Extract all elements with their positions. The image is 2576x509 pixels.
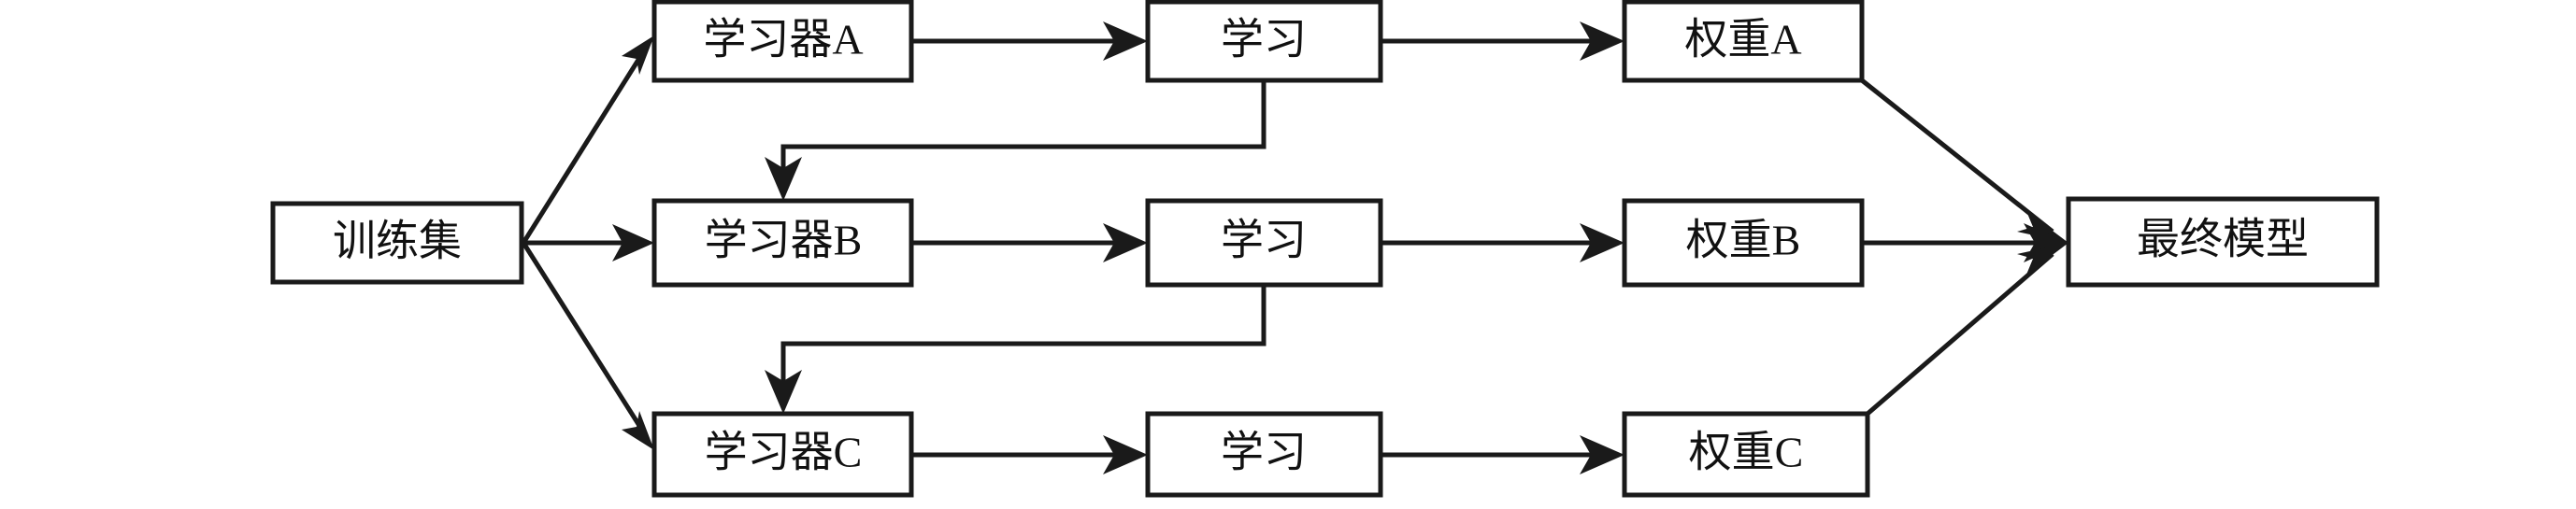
node-weight-b-label: 权重B xyxy=(1686,217,1801,264)
arrowhead-icon xyxy=(612,224,654,262)
node-training-set-box[interactable] xyxy=(270,201,524,285)
arrowhead-icon xyxy=(1103,435,1148,474)
node-learn-a[interactable]: 学习 xyxy=(1145,0,1383,83)
node-training-set[interactable]: 训练集 xyxy=(270,201,524,285)
arrowhead-icon xyxy=(2017,243,2068,275)
arrowhead-icon xyxy=(1580,223,1624,262)
arrowhead-icon xyxy=(1103,21,1148,61)
node-learn-b[interactable]: 学习 xyxy=(1145,198,1383,288)
edge-learn-c-to-weight-c xyxy=(1381,435,1624,474)
node-learner-c-label: 学习器C xyxy=(705,429,863,476)
edge-learn-a-to-weight-a xyxy=(1381,21,1624,61)
node-weight-b-box[interactable] xyxy=(1622,198,1865,288)
arrowhead-icon xyxy=(765,157,802,201)
node-learn-c-label: 学习 xyxy=(1221,429,1307,476)
node-final-model[interactable]: 最终模型 xyxy=(2066,196,2380,288)
edge-weight-c-to-final-model xyxy=(1866,243,2068,416)
edge-learn-b-to-weight-b xyxy=(1381,223,1624,262)
node-training-set-label: 训练集 xyxy=(333,218,462,265)
arrowhead-icon xyxy=(1580,435,1624,474)
node-weight-b[interactable]: 权重B xyxy=(1622,198,1865,288)
node-learner-a[interactable]: 学习器A xyxy=(651,0,914,83)
node-final-model-label: 最终模型 xyxy=(2137,216,2309,263)
node-learner-c-box[interactable] xyxy=(651,411,914,498)
edge-learner-a-to-learn-a xyxy=(911,21,1148,61)
node-learner-b[interactable]: 学习器B xyxy=(651,198,914,288)
edge-learn-b-to-learner-c xyxy=(765,285,1267,414)
arrowhead-icon xyxy=(622,35,654,75)
node-weight-c-box[interactable] xyxy=(1622,411,1870,498)
arrowhead-icon xyxy=(765,370,802,414)
node-final-model-box[interactable] xyxy=(2066,196,2380,288)
arrowhead-icon xyxy=(1580,21,1624,61)
node-weight-c[interactable]: 权重C xyxy=(1622,411,1870,498)
node-learner-a-box[interactable] xyxy=(651,0,914,83)
node-learn-c-box[interactable] xyxy=(1145,411,1383,498)
edge-trainingset-to-learner-b xyxy=(523,224,654,262)
edge-learner-b-to-learn-b xyxy=(911,223,1148,262)
node-learner-a-label: 学习器A xyxy=(703,16,863,64)
node-learn-b-label: 学习 xyxy=(1221,217,1307,264)
edge-trainingset-to-learner-a xyxy=(521,35,654,245)
arrowhead-icon xyxy=(1103,223,1148,262)
node-weight-a-label: 权重A xyxy=(1684,16,1801,64)
arrowhead-icon xyxy=(622,411,654,450)
node-weight-a[interactable]: 权重A xyxy=(1622,0,1865,83)
edge-learn-a-to-learner-b xyxy=(765,80,1267,201)
node-layer: 训练集 学习器A 学习器B 学习器C 学习 xyxy=(270,0,2380,498)
node-learner-c[interactable]: 学习器C xyxy=(651,411,914,498)
edge-learner-c-to-learn-c xyxy=(911,435,1148,474)
node-learn-a-box[interactable] xyxy=(1145,0,1383,83)
edge-weight-a-to-final-model xyxy=(1860,78,2068,243)
node-weight-c-label: 权重C xyxy=(1689,429,1804,476)
edge-layer xyxy=(521,21,2068,474)
node-learn-a-label: 学习 xyxy=(1221,16,1307,64)
node-learn-b-box[interactable] xyxy=(1145,198,1383,288)
node-learn-c[interactable]: 学习 xyxy=(1145,411,1383,498)
node-learner-b-label: 学习器B xyxy=(705,217,863,264)
node-learner-b-box[interactable] xyxy=(651,198,914,288)
node-weight-a-box[interactable] xyxy=(1622,0,1865,83)
edge-trainingset-to-learner-c xyxy=(521,241,654,450)
arrowhead-icon xyxy=(2017,211,2068,243)
